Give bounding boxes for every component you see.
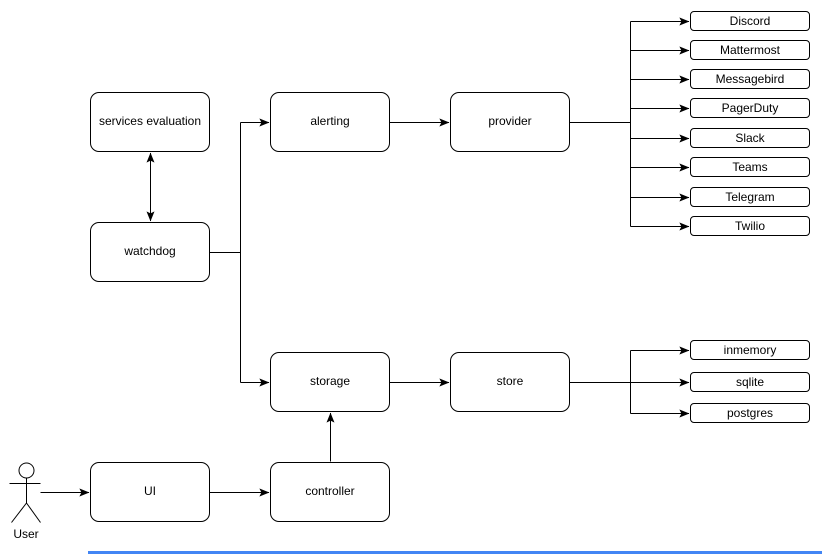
user-actor-label: User bbox=[13, 527, 39, 541]
node-twilio-label: Twilio bbox=[734, 219, 765, 233]
node-alerting: alerting bbox=[270, 92, 390, 152]
node-ui-label: UI bbox=[144, 484, 156, 499]
node-watchdog: watchdog bbox=[90, 222, 210, 282]
node-pagerduty: PagerDuty bbox=[690, 98, 810, 118]
node-postgres-label: postgres bbox=[726, 406, 774, 420]
node-provider-label: provider bbox=[488, 114, 532, 129]
node-postgres: postgres bbox=[690, 403, 810, 423]
node-store-label: store bbox=[496, 374, 524, 389]
node-provider: provider bbox=[450, 92, 570, 152]
node-messagebird: Messagebird bbox=[690, 69, 810, 89]
node-sqlite-label: sqlite bbox=[735, 375, 764, 389]
node-teams: Teams bbox=[690, 157, 810, 177]
node-services-evaluation: services evaluation bbox=[90, 92, 210, 152]
node-controller: controller bbox=[270, 462, 390, 522]
node-inmemory: inmemory bbox=[690, 340, 810, 360]
node-mattermost-label: Mattermost bbox=[719, 43, 780, 57]
node-telegram: Telegram bbox=[690, 187, 810, 207]
node-sqlite: sqlite bbox=[690, 372, 810, 392]
node-storage-label: storage bbox=[309, 374, 351, 389]
node-teams-label: Teams bbox=[732, 160, 768, 174]
node-controller-label: controller bbox=[305, 484, 355, 499]
node-storage: storage bbox=[270, 352, 390, 412]
node-telegram-label: Telegram bbox=[725, 190, 775, 204]
node-slack-label: Slack bbox=[735, 131, 765, 145]
node-pagerduty-label: PagerDuty bbox=[721, 101, 779, 115]
node-services-evaluation-label: services evaluation bbox=[98, 114, 202, 129]
node-store: store bbox=[450, 352, 570, 412]
node-mattermost: Mattermost bbox=[690, 40, 810, 60]
bottom-accent-bar bbox=[88, 551, 822, 554]
node-ui: UI bbox=[90, 462, 210, 522]
node-inmemory-label: inmemory bbox=[723, 343, 777, 357]
node-slack: Slack bbox=[690, 128, 810, 148]
node-discord-label: Discord bbox=[729, 14, 771, 28]
node-watchdog-label: watchdog bbox=[124, 244, 176, 259]
node-messagebird-label: Messagebird bbox=[715, 72, 785, 86]
node-discord: Discord bbox=[690, 11, 810, 31]
node-alerting-label: alerting bbox=[310, 114, 350, 129]
user-actor-icon bbox=[9, 462, 41, 523]
node-twilio: Twilio bbox=[690, 216, 810, 236]
